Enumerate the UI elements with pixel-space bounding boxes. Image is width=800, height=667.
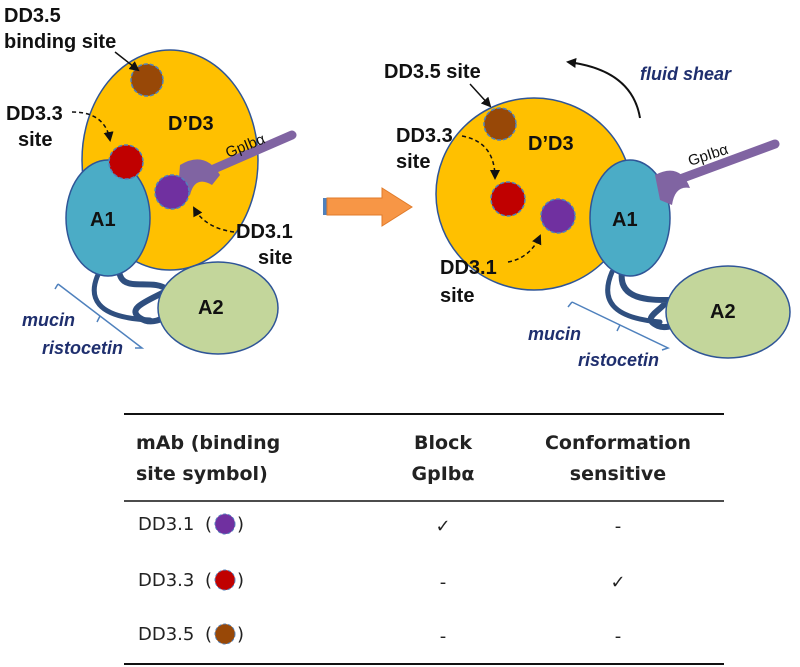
left-dd35-site [130, 63, 164, 97]
left-dd35-label-line1: DD3.5 [4, 5, 61, 27]
paren-open: ( [205, 514, 212, 535]
right-a1-domain [589, 159, 671, 277]
transition-arrow [323, 187, 413, 227]
table-row: DD3.5 ( ) - - [138, 623, 622, 647]
fluid-shear-arrow [566, 58, 641, 119]
right-ristocetin-label: ristocetin [578, 350, 659, 370]
table-cell-block: ✓ [435, 516, 450, 537]
left-dd33-label-line1: DD3.3 [6, 103, 63, 125]
right-dd33-label-line2: site [396, 151, 430, 173]
left-dd33-label-line2: site [18, 129, 52, 151]
table-cell-mab: DD3.1 [138, 514, 194, 535]
right-dd31-arrow [507, 234, 542, 263]
right-dd35-arrow [469, 83, 492, 108]
table-cell-conformation: - [615, 516, 622, 537]
fluid-shear-label: fluid shear [640, 64, 732, 84]
red-site-symbol [214, 569, 236, 591]
left-dd35-arrow [114, 51, 140, 72]
left-ristocetin-label: ristocetin [42, 338, 123, 358]
brown-site-symbol [214, 623, 236, 645]
table-header-col2-line2: GpIbα [412, 463, 475, 485]
right-dd33-site [490, 181, 526, 217]
paren-close: ) [237, 514, 244, 535]
table-row: DD3.1 ( ) ✓ - [138, 513, 622, 537]
table-header-col1-line1: mAb (binding [136, 432, 280, 454]
table-cell-block: - [440, 572, 447, 593]
right-a2-domain [665, 265, 791, 359]
right-gpib-head [655, 170, 690, 205]
left-dd31-site [154, 174, 190, 210]
table-header-col2-line1: Block [414, 432, 472, 454]
right-gpib-stalk [667, 139, 780, 187]
mab-table: mAb (binding site symbol) Block GpIbα Co… [124, 413, 724, 665]
left-dd31-arrow [193, 206, 235, 233]
table-header-col1-line2: site symbol) [136, 463, 268, 485]
right-mucin-label: mucin [528, 324, 581, 344]
left-a1-domain [65, 159, 151, 277]
left-gpib-head [178, 159, 220, 195]
left-a2-label: A2 [198, 297, 224, 319]
right-dd35-site [483, 107, 517, 141]
right-a2-label: A2 [710, 301, 736, 323]
paren-close: ) [237, 570, 244, 591]
left-dd31-label-line1: DD3.1 [236, 221, 293, 243]
right-dd-domain-label: D’D3 [528, 133, 574, 155]
table-header-col3-line2: sensitive [570, 463, 666, 485]
table-cell-mab: DD3.3 [138, 570, 194, 591]
left-mucin-bracket [54, 283, 145, 349]
paren-close: ) [237, 624, 244, 645]
table-row: DD3.3 ( ) - ✓ [138, 569, 626, 593]
right-dd31-label-line2: site [440, 285, 474, 307]
right-mucin-bracket [567, 301, 670, 351]
right-dd33-label-line1: DD3.3 [396, 125, 453, 147]
left-panel: DD3.5 binding site DD3.3 site D’D3 GpIbα… [4, 5, 297, 358]
paren-open: ( [205, 624, 212, 645]
left-a2-domain [157, 261, 279, 355]
right-a1-label: A1 [612, 209, 638, 231]
left-gpib-stalk [195, 130, 297, 180]
right-linker-2 [605, 269, 663, 325]
left-dd-domain-label: D’D3 [168, 113, 214, 135]
right-dd35-label: DD3.5 site [384, 61, 481, 83]
right-panel: DD3.5 site DD3.3 site D’D3 GpIbα A1 A2 D… [384, 58, 791, 370]
table-header-col3-line1: Conformation [545, 432, 691, 454]
left-dd33-site [108, 144, 144, 180]
table-cell-block: - [440, 626, 447, 647]
right-dd31-label-line1: DD3.1 [440, 257, 497, 279]
left-mucin-label: mucin [22, 310, 75, 330]
right-dd31-site [540, 198, 576, 234]
table-cell-conformation: - [615, 626, 622, 647]
table-cell-conformation: ✓ [610, 572, 625, 593]
left-dd31-label-line2: site [258, 247, 292, 269]
table-cell-mab: DD3.5 [138, 624, 194, 645]
right-dd33-arrow [461, 135, 500, 180]
left-a1-label: A1 [90, 209, 116, 231]
paren-open: ( [205, 570, 212, 591]
left-dd35-label-line2: binding site [4, 31, 116, 53]
purple-site-symbol [214, 513, 236, 535]
left-a1-a2-linker [115, 255, 174, 325]
